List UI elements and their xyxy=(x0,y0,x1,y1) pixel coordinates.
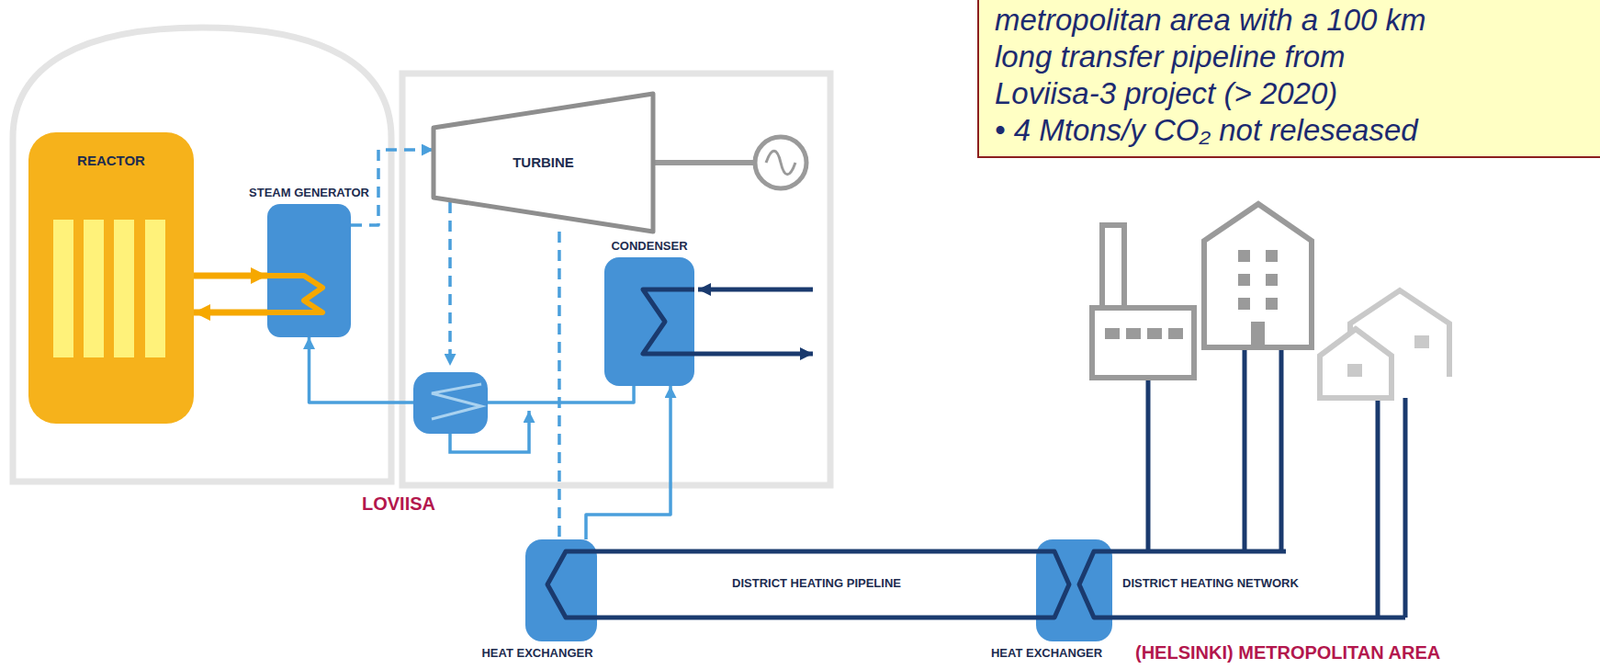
generator-symbol xyxy=(754,136,807,189)
component-label: HEAT EXCHANGER xyxy=(481,645,593,661)
factory-building xyxy=(1092,307,1195,378)
network-riser xyxy=(1146,377,1151,552)
apartment-window xyxy=(1238,273,1251,286)
cooling-water-out xyxy=(694,351,813,357)
network-riser xyxy=(1403,397,1409,618)
house-window xyxy=(1414,335,1430,349)
reactor-vessel-outline xyxy=(28,132,194,424)
steam-generator-body xyxy=(267,203,351,338)
heat-exchanger-outline xyxy=(525,539,598,642)
fuel-rod xyxy=(53,219,74,358)
extraction-steam-line xyxy=(448,202,452,366)
primary-loop-arrow xyxy=(193,271,268,279)
apartment-window xyxy=(1265,249,1278,262)
primary-coil xyxy=(267,275,323,313)
label-slot: DISTRICT HEATING PIPELINE xyxy=(732,575,902,591)
heat-exchanger: HEAT EXCHANGER xyxy=(525,539,598,642)
turbine-casing xyxy=(433,93,654,232)
condenser-box: CONDENSER xyxy=(604,257,695,386)
pipeline-pipe xyxy=(597,548,1037,553)
steam-generator-outline xyxy=(267,203,351,338)
callout-box: metropolitan area with a 100 km long tra… xyxy=(977,0,1600,158)
pipeline-label: DISTRICT HEATING PIPELINE xyxy=(732,575,902,591)
exchanger-coil xyxy=(547,551,598,618)
network-label: DISTRICT HEATING NETWORK xyxy=(1122,575,1299,591)
network-riser xyxy=(1242,347,1248,552)
heat-exchanger: HEAT EXCHANGER xyxy=(1036,539,1113,642)
cooling-water-in xyxy=(698,287,813,293)
reactor-core xyxy=(28,132,194,424)
component-label: TURBINE xyxy=(512,154,575,171)
generator-wave xyxy=(766,150,796,175)
condenser-body xyxy=(604,257,695,386)
steam-water-line xyxy=(585,385,671,540)
house-window xyxy=(1347,363,1363,377)
factory-window xyxy=(1168,327,1184,339)
label-slot: (HELSINKI) METROPOLITAN AREA xyxy=(1135,642,1441,664)
primary-loop-arrow xyxy=(193,309,268,316)
factory-window xyxy=(1147,327,1162,339)
label-slot: DISTRICT HEATING NETWORK xyxy=(1122,575,1299,591)
pipeline-pipe xyxy=(597,615,1037,620)
heat-exchanger-body xyxy=(1036,539,1113,642)
factory-window xyxy=(1104,327,1120,339)
factory-window xyxy=(1126,327,1141,339)
exchanger-coil xyxy=(1079,551,1113,618)
feedwater-heater-coil xyxy=(431,383,482,419)
factory-chimney xyxy=(1102,225,1125,308)
heat-exchanger-body xyxy=(525,539,598,642)
network-return-line xyxy=(1112,615,1406,620)
component-label: STEAM GENERATOR xyxy=(248,185,370,201)
apartment-window xyxy=(1265,273,1278,286)
heat-exchanger-outline xyxy=(1036,539,1113,642)
turbine-hall xyxy=(402,73,831,485)
network-riser xyxy=(1279,347,1285,552)
component-label: CONDENSER xyxy=(610,238,688,254)
apartment-window xyxy=(1238,297,1251,310)
site-name: LOVIISA xyxy=(361,493,436,515)
steam-generator: STEAM GENERATOR xyxy=(267,203,351,338)
turbine-symbol: TURBINE xyxy=(433,93,654,232)
area-name: (HELSINKI) METROPOLITAN AREA xyxy=(1135,642,1441,664)
callout-text: metropolitan area with a 100 km long tra… xyxy=(994,1,1454,113)
apartment-door xyxy=(1250,321,1265,348)
fuel-rod xyxy=(83,219,104,358)
apartment-building xyxy=(1204,203,1312,348)
feedwater-heater xyxy=(413,371,488,434)
steam-water-line xyxy=(557,231,562,540)
house-front xyxy=(1319,328,1392,398)
generator-shaft xyxy=(653,159,755,166)
containment-building xyxy=(12,27,392,482)
condenser-box-outline xyxy=(604,257,695,386)
apartment-window xyxy=(1238,249,1251,262)
cooling-coil xyxy=(642,289,695,354)
apartment-window xyxy=(1265,297,1278,310)
fuel-rod xyxy=(113,219,135,358)
exchanger-coil xyxy=(1036,551,1070,618)
fuel-rod xyxy=(145,219,166,358)
network-riser xyxy=(1375,397,1381,618)
reactor-vessel: REACTOR xyxy=(28,132,194,424)
component-label: HEAT EXCHANGER xyxy=(991,645,1103,661)
callout-bullet: • 4 Mtons/y CO₂ not releseased xyxy=(994,112,1454,149)
component-label: REACTOR xyxy=(77,152,146,170)
label-slot: LOVIISA xyxy=(361,493,436,515)
network-supply-line xyxy=(1112,549,1286,554)
